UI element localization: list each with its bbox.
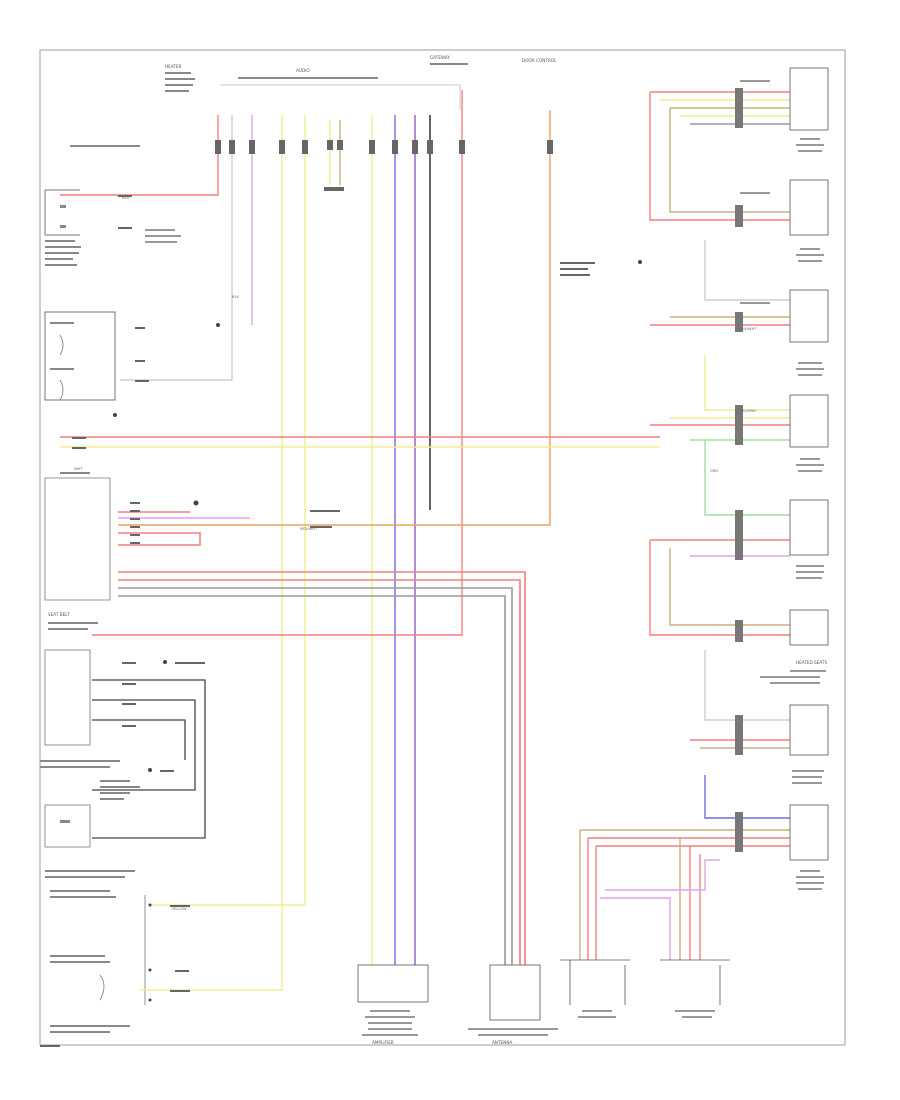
- right-connector-pins: [735, 88, 743, 852]
- label-grn: GRN: [710, 469, 718, 473]
- label-amplifier: AMPLIFIER: [372, 1040, 394, 1045]
- bottom-module-right-b: [660, 959, 730, 1018]
- left-module-lower: [40, 649, 206, 848]
- label-yellow: YELLOW: [172, 907, 187, 911]
- left-module-middle: [44, 472, 111, 630]
- label-wht: WHT: [74, 467, 83, 471]
- label-seat-belt: SEAT BELT: [48, 612, 70, 617]
- label-heater: HEATER: [165, 64, 182, 69]
- left-module-top: [44, 189, 181, 266]
- right-component-boxes: [789, 67, 829, 861]
- left-sensor-box: [44, 311, 116, 401]
- top-connector-bracket: [220, 84, 461, 110]
- bottom-module-right-a: [560, 959, 630, 1018]
- label-yel-grn: YEL/GRN: [740, 409, 756, 413]
- label-blk: BLK: [232, 295, 239, 299]
- right-component-labels: [740, 80, 826, 890]
- label-heated-seats: HEATED SEATS: [796, 660, 827, 665]
- diagram-frame: [39, 49, 846, 1046]
- bottom-module-center-right: [468, 964, 558, 1036]
- label-door-control: DOOR CONTROL: [522, 58, 557, 63]
- vertical-wire-bundle: [60, 90, 551, 991]
- horizontal-bus-lines: [60, 436, 660, 965]
- label-red: RED: [122, 196, 130, 200]
- label-red-wht: RED/WHT: [300, 527, 318, 531]
- bottom-module-center-left: [357, 964, 429, 1036]
- right-wire-harness: [579, 91, 790, 960]
- connector-dots: [113, 260, 642, 1002]
- label-antenna: ANTENNA: [492, 1040, 512, 1045]
- wire-color-tags: [40, 195, 595, 1047]
- left-module-bottom: [45, 870, 146, 1033]
- top-left-component-labels: [70, 63, 468, 147]
- connector-pins-top: [215, 140, 553, 191]
- label-blk-wht: BLK/WHT: [740, 327, 757, 331]
- label-audio: AUDIO: [296, 68, 310, 73]
- label-gateway: GATEWAY: [430, 55, 450, 60]
